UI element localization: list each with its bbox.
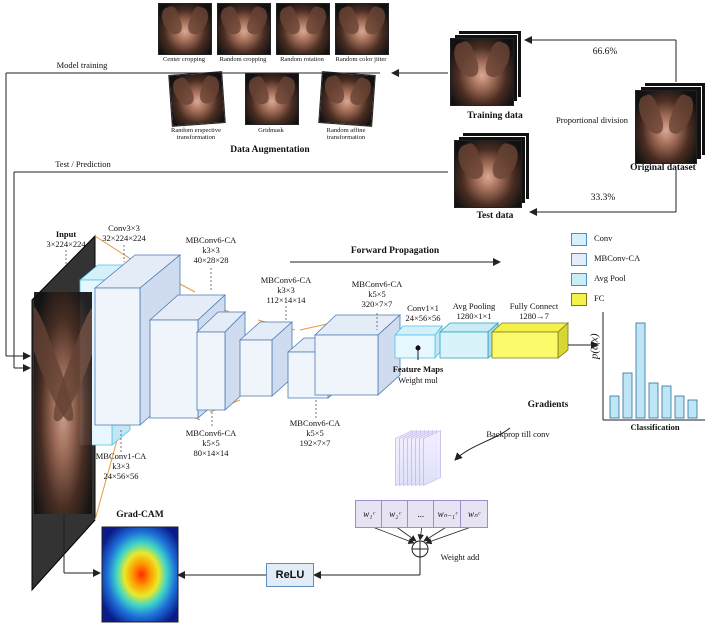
aug-thumb-1 [158,3,212,55]
legend-swatch-pool [571,273,587,286]
legend-swatch-mbconv [571,253,587,266]
conv1-name: Conv1×1 [407,303,439,313]
pool-name: Avg Pooling [452,301,496,311]
legend-label-mbconv: MBConv-CA [594,253,641,263]
mb6d-dims: 192×7×7 [299,438,331,448]
feature-maps-label: Feature Maps [392,364,444,374]
augmentation-title: Data Augmentation [230,145,310,155]
mb6d-k: k5×5 [306,428,324,438]
weight-cell-5: wₙᶜ [460,500,488,528]
conv-dims: 32×224×224 [102,233,146,243]
conv1-dims: 24×56×56 [405,313,441,323]
classification-ylabel: p(c|x) [588,333,601,360]
aug-thumb-3 [276,3,330,55]
input-image [34,292,92,514]
class-bar [674,395,685,419]
split-label: Proportional division [555,115,628,125]
mb6e-k: k5×5 [368,289,386,299]
mb6c-dims: 112×14×14 [266,295,306,305]
mb6a-k: k3×3 [202,245,220,255]
forward-propagation-label: Forward Propagation [350,246,440,256]
conv-name: Conv3×3 [108,223,140,233]
mb6b-name: MBConv6-CA [185,428,237,438]
aug-label-7: Random affine transformation [326,127,366,142]
aug-label-1: Center cropping [162,56,206,63]
original-image [635,90,697,164]
legend-swatch-fc [571,293,587,306]
class-bar [648,382,659,419]
test-prediction-label: Test / Prediction [55,159,111,169]
aug-thumb-5 [168,71,226,127]
legend-label-pool: Avg Pool [594,273,626,283]
mb6e-dims: 320×7×7 [361,299,393,309]
mb6c-name: MBConv6-CA [260,275,312,285]
feature-map-slice [423,429,441,487]
weight-add-label: Weight add [440,552,480,562]
input-name: Input [55,229,77,239]
aug-label-2: Random cropping [219,56,267,63]
aug-thumb-6 [245,73,299,125]
aug-label-3: Random rotation [280,56,324,63]
mb1-name: MBConv1-CA [95,451,147,461]
aug-thumb-7 [318,71,376,127]
class-bar [687,399,698,419]
class-bar [635,322,646,419]
training-label: Training data [467,111,523,121]
aug-label-6: Gridmask [258,127,284,134]
legend-label-fc: FC [594,293,605,303]
weight-cell-3: ... [407,500,435,528]
legend-label-conv: Conv [594,233,613,243]
mb6a-dims: 40×28×28 [193,255,229,265]
test-image [454,140,522,208]
train-pct: 66.6% [592,47,618,57]
test-pct: 33.3% [590,193,616,203]
aug-label-5: Random erspective transformation [171,127,221,142]
mb1-k: k3×3 [112,461,130,471]
gradcam-heatmap [101,526,179,623]
test-label: Test data [476,211,514,221]
classification-chart [602,312,705,421]
classification-title: Classification [630,422,680,432]
legend-swatch-conv [571,233,587,246]
weight-cell-4: wₙ₋₁ᶜ [433,500,462,528]
weight-mul-label: Weight mul [398,375,438,385]
weight-cell-1: w₁ᶜ [355,500,383,528]
fc-name: Fully Connect [509,301,559,311]
training-image [450,38,514,106]
relu-box: ReLU [266,563,314,587]
mb1-dims: 24×56×56 [103,471,139,481]
feature-map-stack [395,422,445,492]
class-bar [661,385,672,419]
mb6c-k: k3×3 [277,285,295,295]
class-bar [622,372,633,419]
weight-cell-2: w₂ᶜ [381,500,409,528]
mb6e-name: MBConv6-CA [351,279,403,289]
gradients-label: Gradients [527,400,569,410]
original-label: Original dataset [630,163,696,173]
gradcam-title: Grad-CAM [116,510,164,520]
mb6a-name: MBConv6-CA [185,235,237,245]
pool-dims: 1280×1×1 [456,311,492,321]
model-training-label: Model training [56,60,108,70]
aug-thumb-2 [217,3,271,55]
mb6d-name: MBConv6-CA [289,418,341,428]
aug-thumb-4 [335,3,389,55]
class-bar [609,395,620,419]
backprop-label: Backprop till conv [486,429,550,439]
mb6b-k: k5×5 [202,438,220,448]
fc-dims: 1280→7 [519,311,549,321]
input-dims: 3×224×224 [46,239,86,249]
aug-label-4: Random color jitter [335,56,387,63]
mb6b-dims: 80×14×14 [193,448,229,458]
